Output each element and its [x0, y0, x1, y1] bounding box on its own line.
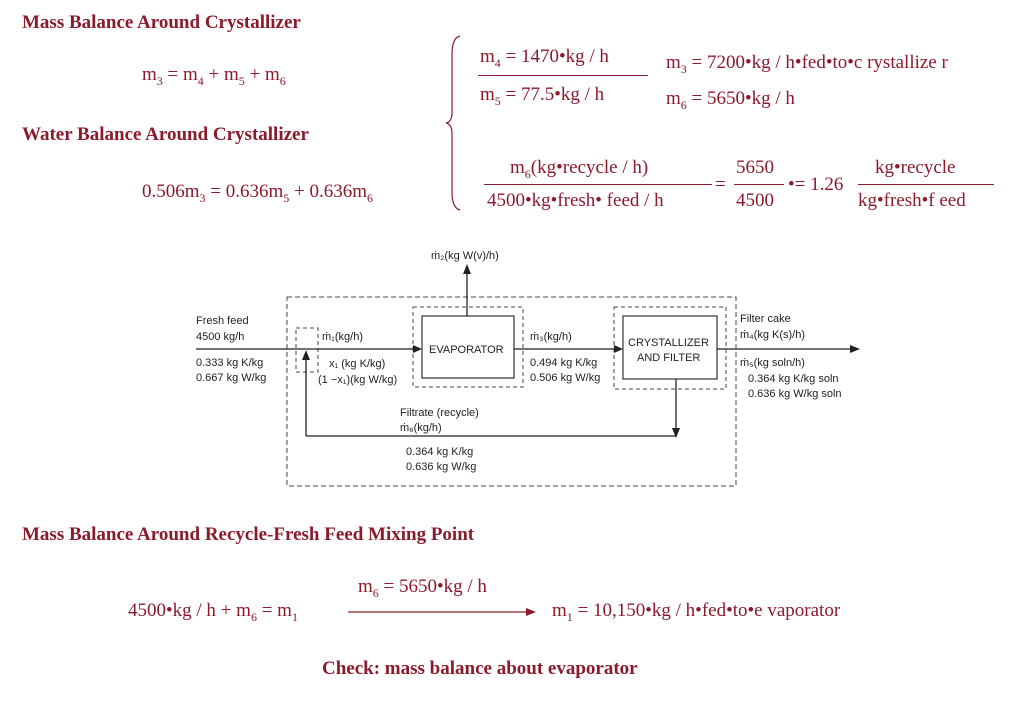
mixing-equation-left: 4500•kg / h + m6 = m1 — [128, 600, 298, 624]
ratio-line-right — [858, 184, 994, 185]
label-m5-k: 0.364 kg K/kg soln — [748, 373, 839, 385]
label-filter-cake: Filter cake — [740, 313, 791, 325]
ratio-line-mid — [734, 184, 784, 185]
ratio-result: •= 1.26 — [788, 174, 844, 195]
vapor-arrowhead — [463, 264, 471, 274]
ratio-numerator-mid: 5650 — [736, 157, 774, 178]
mixing-arrow-label: m6 = 5650•kg / h — [358, 576, 487, 600]
mixing-point-boundary — [295, 327, 319, 373]
stream-m3-arrowhead — [614, 345, 623, 353]
label-m3-w: 0.506 kg W/kg — [530, 372, 600, 384]
heading-mass-balance-mixing: Mass Balance Around Recycle-Fresh Feed M… — [22, 524, 475, 545]
label-m4: ṁ₄(kg K(s)/h) — [740, 329, 805, 341]
ratio-equals: = — [715, 174, 726, 195]
given-m3: m3 = 7200•kg / h•fed•to•c rystallize r — [666, 52, 948, 76]
label-m3: ṁ₃(kg/h) — [530, 331, 572, 343]
equation-mass-balance: m3 = m4 + m5 + m6 — [142, 64, 286, 88]
evaporator-label: EVAPORATOR — [429, 344, 504, 356]
label-x1-water: (1 −x₁)(kg W/kg) — [318, 374, 397, 386]
equation-water-balance: 0.506m3 = 0.636m5 + 0.636m6 — [142, 181, 374, 205]
label-m5-w: 0.636 kg W/kg soln — [748, 388, 842, 400]
mixing-arrow — [348, 608, 536, 616]
crystallizer-label-1: CRYSTALLIZER — [628, 337, 709, 349]
label-m6: ṁ₆(kg/h) — [400, 422, 442, 434]
ratio-denominator-right: kg•fresh•f eed — [858, 190, 966, 211]
crystallizer-box — [622, 315, 718, 380]
crystallizer-label-2: AND FILTER — [637, 352, 700, 364]
given-divider — [478, 75, 648, 76]
ratio-line-left — [484, 184, 712, 185]
curly-brace — [446, 35, 461, 211]
given-m4: m4 = 1470•kg / h — [480, 46, 609, 70]
label-m5: ṁ₅(kg soln/h) — [740, 357, 805, 369]
ratio-denominator-mid: 4500 — [736, 190, 774, 211]
recycle-down-arrowhead — [672, 428, 680, 438]
ratio-denominator-left: 4500•kg•fresh• feed / h — [487, 190, 664, 211]
label-fresh-k: 0.333 kg K/kg — [196, 357, 263, 369]
label-m3-k: 0.494 kg K/kg — [530, 357, 597, 369]
mixing-result: m1 = 10,150•kg / h•fed•to•e vaporator — [552, 600, 841, 624]
ratio-numerator-left: m6(kg•recycle / h) — [510, 157, 649, 181]
label-filtrate: Filtrate (recycle) — [400, 407, 479, 419]
given-m6: m6 = 5650•kg / h — [666, 88, 795, 112]
label-m6-k: 0.364 kg K/kg — [406, 446, 473, 458]
ratio-numerator-right: kg•recycle — [875, 157, 956, 178]
check-statement: Check: mass balance about evaporator — [322, 658, 638, 679]
label-fresh-feed: Fresh feed — [196, 315, 249, 327]
label-fresh-rate: 4500 kg/h — [196, 331, 244, 343]
label-x1: x₁ (kg K/kg) — [329, 358, 385, 370]
label-m6-w: 0.636 kg W/kg — [406, 461, 476, 473]
label-m1: ṁ₁(kg/h) — [322, 331, 363, 343]
label-m2: ṁ₂(kg W(v)/h) — [431, 250, 499, 262]
label-fresh-w: 0.667 kg W/kg — [196, 372, 266, 384]
evaporator-box — [421, 315, 515, 379]
given-m5: m5 = 77.5•kg / h — [480, 84, 605, 108]
fresh-feed-arrowhead — [413, 345, 422, 353]
product-arrowhead — [850, 345, 860, 353]
heading-water-balance-crystallizer: Water Balance Around Crystallizer — [22, 124, 309, 145]
system-boundary — [286, 296, 737, 487]
recycle-arrowhead — [302, 350, 310, 360]
heading-mass-balance-crystallizer: Mass Balance Around Crystallizer — [22, 12, 301, 33]
